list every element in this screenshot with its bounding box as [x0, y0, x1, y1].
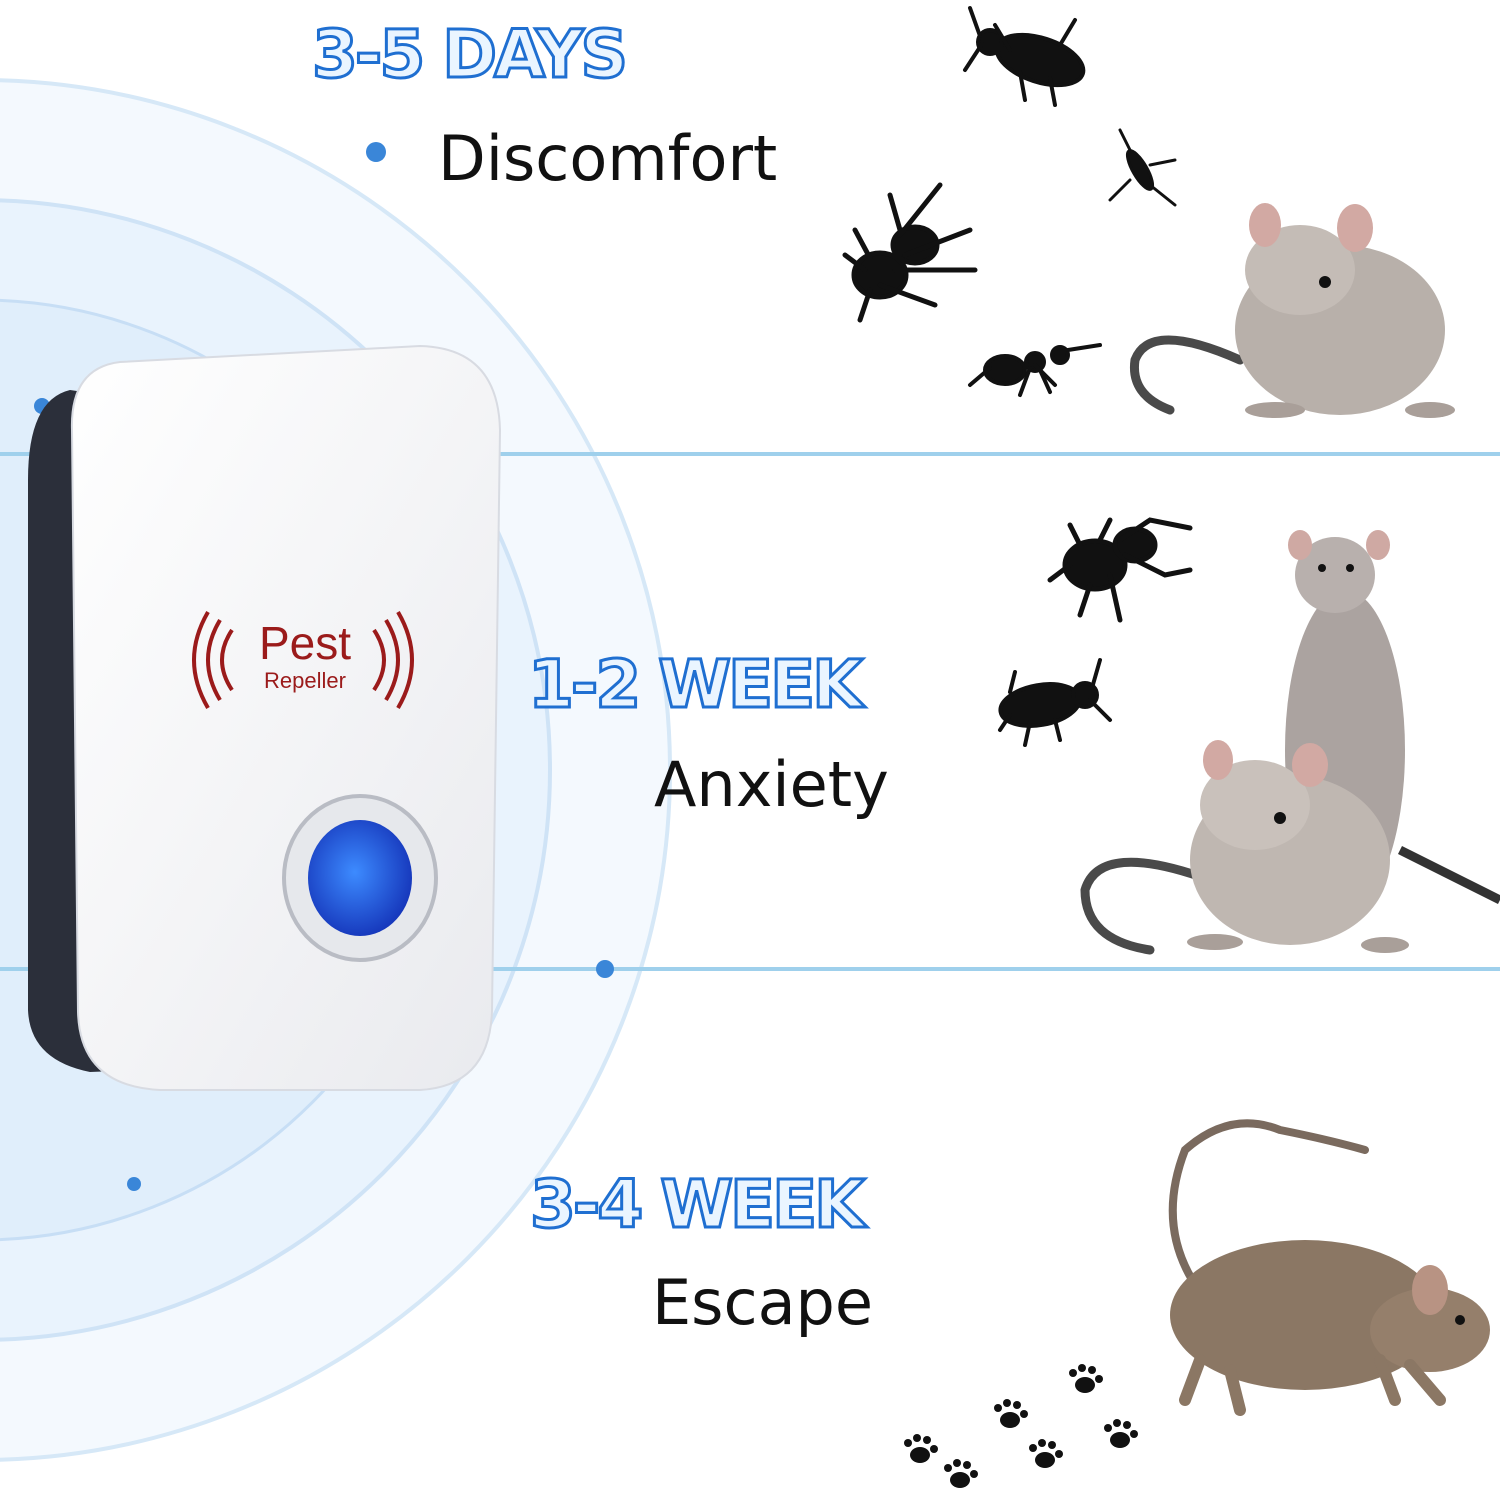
- mouse-icon: [1168, 1119, 1490, 1416]
- stage-1-effect: Discomfort: [438, 122, 778, 195]
- stage-2-duration: 1-2 WEEK: [526, 645, 864, 725]
- ring-dot: [596, 960, 614, 978]
- mouse-icon: [1080, 740, 1409, 955]
- spider-icon: [1047, 517, 1193, 623]
- stage-3-effect: Escape: [652, 1266, 874, 1339]
- paw-print-icon: [904, 1364, 1138, 1488]
- spider-icon: [842, 182, 978, 323]
- stage-1-duration: 3-5 DAYS: [310, 15, 629, 95]
- divider-line-2: [0, 967, 1500, 971]
- cockroach-icon: [998, 658, 1112, 747]
- mosquito-icon: [1108, 128, 1177, 207]
- cockroach-icon: [963, 6, 1086, 107]
- stage-3-duration: 3-4 WEEK: [528, 1165, 866, 1245]
- ring-dot: [366, 142, 386, 162]
- brand-sub-text: Repeller: [264, 668, 346, 693]
- stage-2-effect: Anxiety: [654, 748, 889, 821]
- ring-dot: [127, 1177, 141, 1191]
- mouse-icon: [1129, 203, 1455, 418]
- brand-main-text: Pest: [258, 617, 352, 669]
- ant-icon: [968, 343, 1102, 397]
- divider-line-1: [0, 452, 1500, 456]
